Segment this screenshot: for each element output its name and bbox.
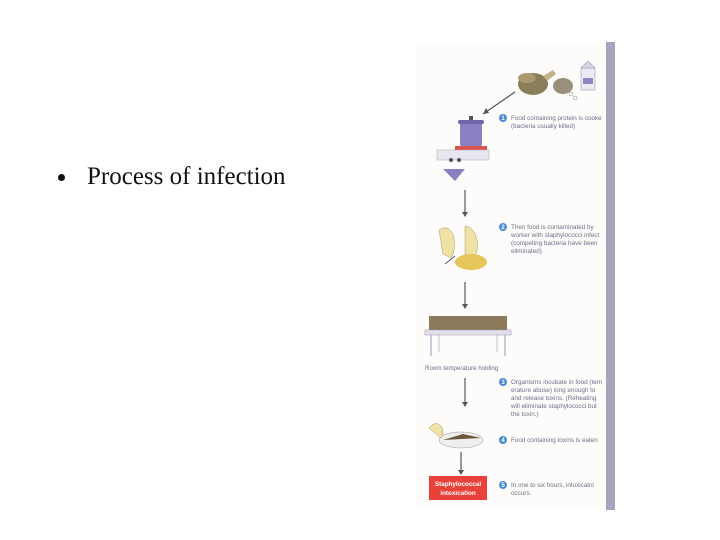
step-2-line-4: eliminated): [511, 248, 542, 255]
bullet-text: Process of infection: [87, 163, 286, 190]
step-1-number: 1: [501, 116, 505, 122]
bullet-item: Process of infection: [58, 163, 286, 191]
step-2-line-1: Then food is contaminated by: [511, 224, 594, 231]
step-5-line-1: In one to six hours, intoxicatio: [511, 482, 594, 489]
figure-illustration: 1 Food containing protein is cooke (bact…: [424, 60, 602, 500]
infection-process-figure: 1 Food containing protein is cooke (bact…: [415, 42, 615, 510]
step-3-line-3: and release toxins. (Reheating: [511, 395, 597, 402]
step-4: 4 Food containing toxins is eaten: [499, 436, 598, 444]
step-2-line-2: worker with staphylococci infect: [510, 232, 599, 239]
figure-page-edge: [606, 42, 615, 510]
pot-on-stove-illustration: [436, 116, 490, 181]
room-temperature-label: Room temperature holding: [425, 365, 499, 372]
step-1: 1 Food containing protein is cooke (bact…: [499, 114, 602, 130]
food-items-illustration: [518, 60, 596, 101]
step-2-line-3: (competing bacteria have been: [511, 240, 598, 247]
plate-eating-illustration: [428, 423, 484, 449]
step-3-line-5: the toxin.): [511, 411, 539, 418]
outcome-line-1: Staphylococcal: [435, 481, 481, 488]
outcome-line-2: intoxication: [440, 490, 475, 497]
step-3-line-1: Organisms incubate in food (tem: [511, 379, 602, 386]
table-holding-illustration: [424, 316, 512, 356]
step-2-number: 2: [501, 225, 505, 231]
bullet-dot: [58, 173, 65, 181]
step-1-line-2: (bacteria usually killed): [511, 123, 575, 130]
step-5-number: 5: [501, 483, 505, 489]
step-5: 5 In one to six hours, intoxicatio occur…: [499, 481, 594, 497]
step-4-line-1: Food containing toxins is eaten: [511, 437, 598, 444]
step-5-line-2: occurs.: [511, 490, 532, 497]
hands-contamination-illustration: [438, 225, 487, 270]
step-3-number: 3: [501, 380, 505, 386]
step-4-number: 4: [501, 438, 505, 444]
step-3: 3 Organisms incubate in food (tem eratur…: [499, 378, 602, 418]
step-1-line-1: Food containing protein is cooke: [511, 115, 602, 122]
step-2: 2 Then food is contaminated by worker wi…: [499, 223, 599, 255]
outcome-box: Staphylococcal intoxication: [429, 476, 487, 500]
step-3-line-4: will eliminate staphylococci but: [510, 403, 597, 410]
step-3-line-2: erature abuse) long enough to: [511, 387, 596, 394]
arrow-food-to-pot: [482, 91, 516, 115]
